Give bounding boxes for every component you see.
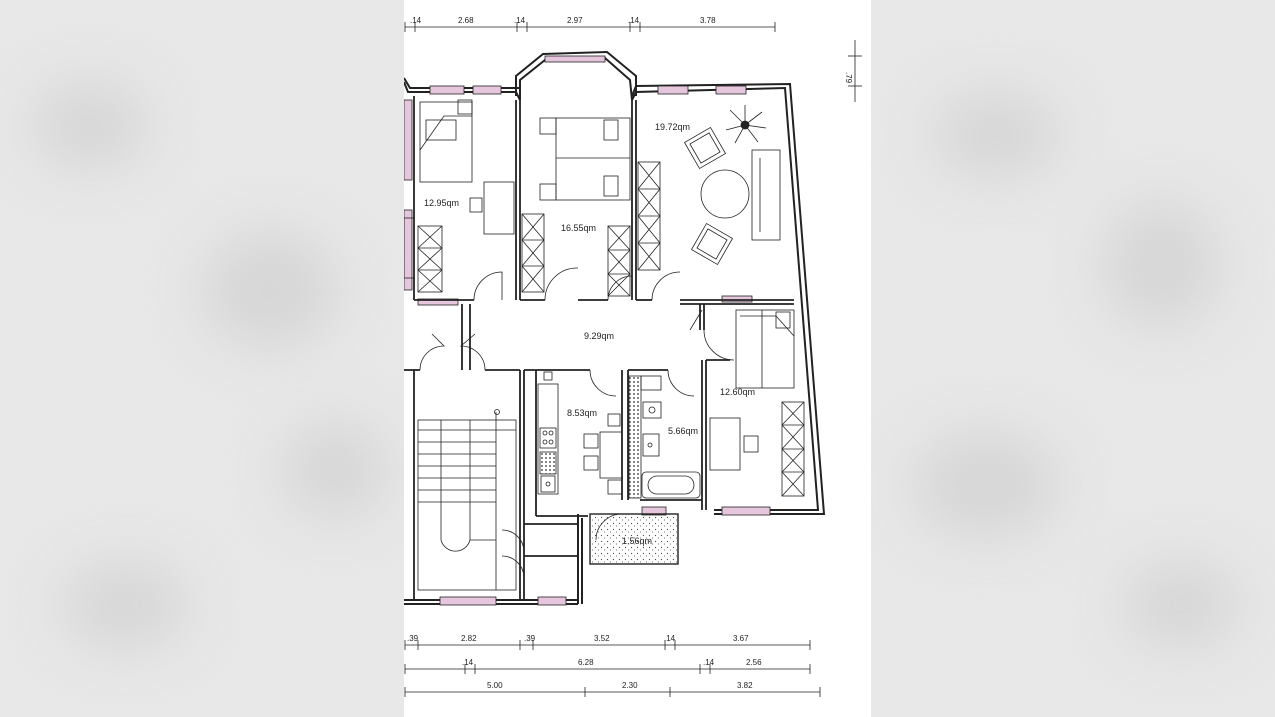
bottom-dimension-lines (404, 640, 821, 697)
dim-bottom1-1: .39 (407, 634, 419, 643)
dim-bottom2-1: .14 (462, 658, 474, 667)
dim-top-4: 2.97 (567, 16, 583, 25)
dim-bottom3-1: 5.00 (487, 681, 503, 690)
room-label-kitchen: 8.53qm (567, 408, 597, 418)
kitchen-furniture (537, 371, 623, 495)
room-label-bathroom: 5.66qm (668, 426, 698, 436)
room-label-balcony: 1.56qm (622, 536, 652, 546)
bathroom-fixtures (628, 375, 701, 499)
dim-bottom1-5: .14 (664, 634, 676, 643)
dim-bottom2-4: 2.56 (746, 658, 762, 667)
room-label-hallway: 9.29qm (584, 331, 614, 341)
right-dimension-line (848, 40, 862, 102)
floor-plan-sheet: .14 2.68 .14 2.97 .14 3.78 .79 (404, 0, 871, 717)
dim-bottom3-3: 3.82 (737, 681, 753, 690)
dim-top-1: .14 (410, 16, 422, 25)
bedroom-left-furniture (404, 99, 515, 293)
staircase (417, 409, 517, 591)
dim-bottom2-3: .14 (703, 658, 715, 667)
window-openings (404, 55, 771, 606)
dim-top-2: 2.68 (458, 16, 474, 25)
dim-bottom1-3: .39 (524, 634, 536, 643)
blurred-background-right (871, 0, 1275, 717)
floor-plan: .14 2.68 .14 2.97 .14 3.78 .79 (404, 16, 862, 697)
balcony (589, 513, 679, 565)
dim-bottom1-4: 3.52 (594, 634, 610, 643)
dim-bottom3-2: 2.30 (622, 681, 638, 690)
dim-bottom2-2: 6.28 (578, 658, 594, 667)
room-label-bedroom-center: 16.55qm (561, 223, 596, 233)
dim-top-3: .14 (514, 16, 526, 25)
interior-walls (404, 96, 794, 600)
dim-top-5: .14 (628, 16, 640, 25)
bedroom-center-furniture (521, 117, 631, 297)
dim-top-6: 3.78 (700, 16, 716, 25)
blurred-background-left (0, 0, 404, 717)
bedroom-right-furniture (709, 309, 805, 497)
dim-right: .79 (844, 72, 853, 84)
room-label-living-room: 19.72qm (655, 122, 690, 132)
room-label-bedroom-left: 12.95qm (424, 198, 459, 208)
dim-bottom1-2: 2.82 (461, 634, 477, 643)
plant-icon (725, 105, 767, 144)
top-dimension-line (404, 22, 776, 32)
room-label-bedroom-right: 12.60qm (720, 387, 755, 397)
living-room-furniture (637, 105, 781, 271)
dim-bottom1-6: 3.67 (733, 634, 749, 643)
